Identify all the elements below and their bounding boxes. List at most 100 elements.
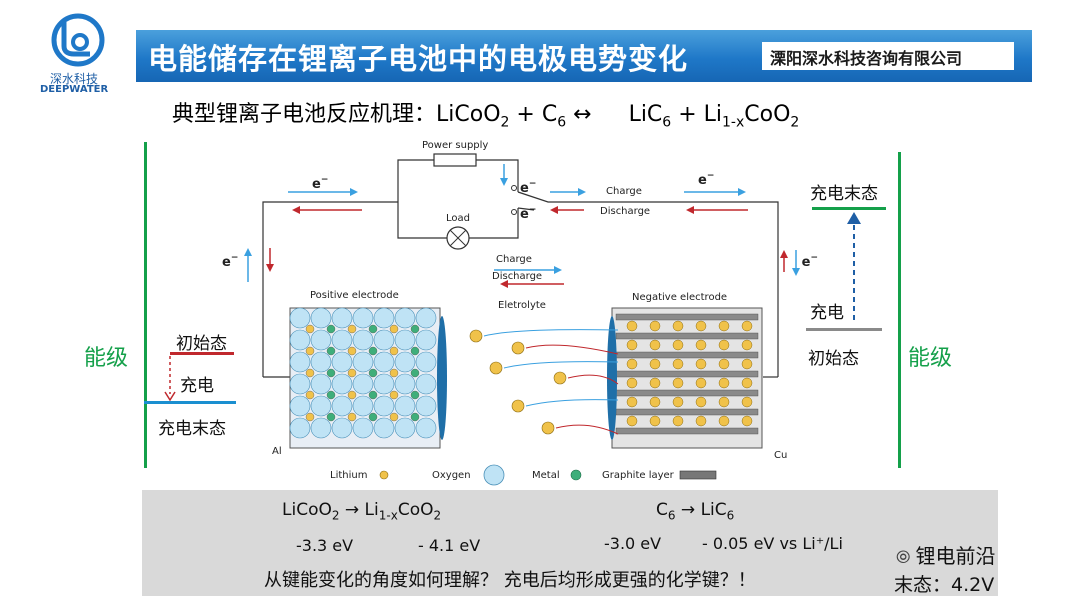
lithium-atom [718, 320, 730, 332]
discharge-arrows-icon [266, 206, 788, 288]
legend-graphite: Graphite layer [602, 470, 675, 481]
li-ions [469, 329, 619, 435]
oxygen-atom [331, 417, 353, 439]
final-voltage: 末态：4.2V [894, 574, 995, 596]
reaction-text: CoO [744, 102, 791, 127]
oxygen-atom [310, 373, 332, 395]
oxygen-atom [373, 373, 395, 395]
reaction-sub: 6 [557, 114, 567, 131]
li-ion-icon [469, 329, 483, 343]
oxygen-atom [289, 351, 311, 373]
reaction-subtitle: 典型锂离子电池反应机理：LiCoO2 + C6 ↔ LiC6 + Li1-xCo… [172, 96, 799, 130]
charge-arrows-icon [244, 164, 800, 282]
energy-value-3: -3.0 eV [604, 534, 662, 553]
discharge-label-top: Discharge [600, 206, 650, 217]
lithium-atom [626, 320, 638, 332]
li-ion-icon [541, 421, 555, 435]
lithium-atom [695, 415, 707, 427]
electron-label-top-right: e− [698, 171, 714, 188]
lithium-atom [718, 396, 730, 408]
brand-name: 锂电前沿 [915, 544, 996, 568]
oxygen-atom [352, 395, 374, 417]
positive-electrode-label: Positive electrode [310, 290, 399, 301]
left-final-label: 充电末态 [158, 419, 226, 439]
logo: 深水科技 DEEPWATER [40, 12, 116, 95]
lithium-atom [649, 396, 661, 408]
lattice-atom [326, 324, 336, 334]
lithium-atom [672, 320, 684, 332]
oxygen-atom [289, 307, 311, 329]
lattice-atom [389, 412, 399, 422]
eq-text: LiCoO [282, 500, 332, 520]
lithium-atom [718, 339, 730, 351]
lithium-atom [718, 377, 730, 389]
electron-label-left: e− [222, 253, 238, 270]
graphite-sheet [615, 351, 759, 359]
right-final-line [812, 207, 886, 210]
oxygen-atom [415, 329, 437, 351]
lithium-atom [649, 339, 661, 351]
ion-path [503, 361, 619, 369]
lattice-atom [347, 346, 357, 356]
lithium-atom [672, 415, 684, 427]
power-supply-icon [433, 153, 477, 167]
right-charge-label: 充电 [810, 303, 844, 323]
lattice-atom [305, 346, 315, 356]
oxygen-atom [373, 351, 395, 373]
lithium-atom [626, 415, 638, 427]
ion-path [525, 344, 619, 355]
graphite-sheet [615, 370, 759, 378]
graphite-sheet [615, 408, 759, 416]
oxygen-atom [310, 329, 332, 351]
eq-sub: 6 [726, 508, 735, 523]
oxygen-atom [394, 395, 416, 417]
eq-sub: 2 [331, 508, 340, 523]
company-name: 溧阳深水科技咨询有限公司 [770, 49, 963, 68]
lithium-atom [741, 320, 753, 332]
lithium-atom [626, 377, 638, 389]
legend-metal: Metal [532, 470, 560, 481]
lattice-atom [389, 390, 399, 400]
lattice-atom [305, 368, 315, 378]
right-final-label: 充电末态 [810, 184, 878, 204]
lattice-atom [368, 324, 378, 334]
oxygen-atom [352, 307, 374, 329]
lithium-atom [626, 396, 638, 408]
eq-text: CoO [397, 500, 434, 520]
lithium-atom [649, 415, 661, 427]
eq-text: → Li [339, 500, 379, 520]
electron-label-right: e− [802, 253, 818, 270]
lattice-atom [347, 324, 357, 334]
oxygen-atom [394, 351, 416, 373]
left-initial-label: 初始态 [176, 334, 227, 354]
discharge-label-mid: Discharge [492, 271, 542, 282]
lithium-icon [379, 470, 389, 480]
oxygen-atom [352, 373, 374, 395]
lithium-atom [718, 358, 730, 370]
lattice-atom [347, 412, 357, 422]
reaction-text: LiC [628, 102, 663, 127]
li-ion-icon [553, 371, 567, 385]
eq-sub: 1-x [378, 508, 398, 523]
right-initial-line [806, 328, 882, 331]
legend-oxygen: Oxygen [432, 470, 471, 481]
lattice-atom [389, 324, 399, 334]
al-label: Al [272, 446, 282, 457]
lithium-atom [649, 377, 661, 389]
lithium-atom [741, 358, 753, 370]
oxygen-atom [331, 351, 353, 373]
right-level-axis [898, 152, 901, 468]
separator-left-icon [437, 316, 447, 440]
battery-diagram: Power supply Load e− e− e− e− e− e− Char… [222, 140, 818, 486]
oxygen-atom [352, 417, 374, 439]
reaction-sub: 2 [790, 114, 800, 131]
electron-label-switch-bottom: e− [520, 205, 536, 222]
company-box [762, 42, 1014, 70]
oxygen-atom [331, 307, 353, 329]
reaction-sub: 2 [500, 114, 510, 131]
left-level-axis [144, 142, 147, 468]
oxygen-atom [394, 329, 416, 351]
metal-icon [570, 469, 582, 481]
graphite-layers [615, 313, 759, 435]
oxygen-atom [415, 417, 437, 439]
